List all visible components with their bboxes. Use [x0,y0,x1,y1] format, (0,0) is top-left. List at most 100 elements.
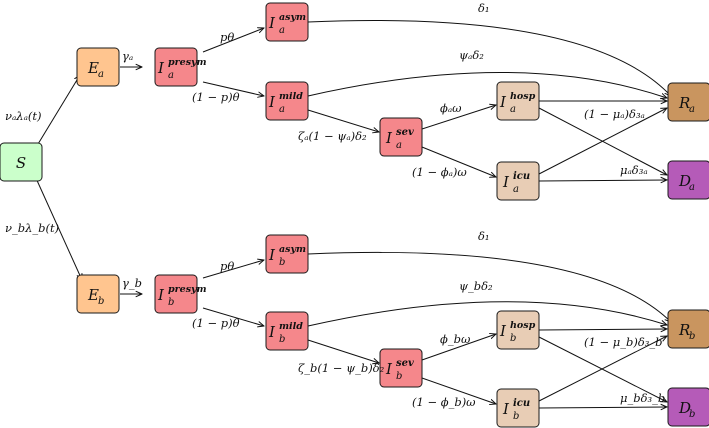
node-sub-Ib_pre: b [168,297,174,308]
edge-label-Ibmild-Rb: ψ_bδ₂ [459,279,493,293]
node-box-Ia_sev [379,117,423,157]
node-sub-Ia_pre: a [168,70,174,81]
node-main-Da: D [678,172,691,190]
edge-S-Ea [34,75,80,150]
edge-label-Ea-Iapre: γₐ [122,49,133,63]
edge-label-Iamild-Iasev: ζₐ(1 − ψₐ)δ₂ [298,129,367,143]
node-sub-Rb: b [689,331,695,342]
node-box-Ea [76,47,120,87]
node-sub-Ia_mild: a [279,104,285,115]
edge-Iasev-Iaicu [421,146,496,177]
node-Ra: Ra [667,82,709,122]
node-box-Ia_hosp [496,81,540,121]
node-main-Ea: E [87,59,99,77]
edge-label-Ibicu-Db: μ_bδ₃_b [620,391,665,405]
edge-Iaicu-Da [538,180,667,181]
node-sup-Ib_asym: asym [279,244,306,255]
node-box-Ib_sev [379,348,423,388]
node-box-Ib_icu [496,388,540,428]
node-main-Ia_pre: I [157,59,165,77]
node-Da: Da [667,160,709,200]
edge-Ibicu-Rb [538,336,667,402]
node-sup-Ia_mild: mild [279,91,303,102]
edge-label-Iasev-Iaicu: (1 − ϕₐ)ω [412,165,467,179]
node-sup-Ia_asym: asym [279,12,306,23]
node-box-Ib_pre [154,274,198,314]
node-box-Ib_hosp [496,310,540,350]
node-main-Ib_pre: I [157,286,165,304]
edge-label-Ibpre-Ibmild: (1 − p)θ [192,316,240,330]
node-sup-Ib_pre: presym [168,284,207,295]
node-box-S [0,142,43,182]
node-sup-Ib_mild: mild [279,321,303,332]
node-main-Ia_hosp: I [499,93,507,111]
node-sub-Ib_hosp: b [510,333,516,344]
edge-Ibicu-Db [538,407,667,408]
edge-Iamild-Iasev [307,109,379,132]
edge-label-Ibsev-Ibicu: (1 − ϕ_b)ω [412,395,476,409]
edge-Iapre-Iaasym [202,28,264,53]
edge-Iasev-Iahosp [421,105,496,130]
node-main-Ib_mild: I [268,323,276,341]
node-sup-Ia_sev: sev [396,127,414,138]
node-sub-Ra: a [689,104,695,115]
edge-label-Iasev-Iahosp: ϕₐω [440,101,462,115]
edge-label-Ibpre-Ibasym: pθ [220,259,234,273]
edges-layer [34,20,671,408]
edge-label-Ibasym-Rb: δ₁ [478,229,490,243]
node-sub-Ia_sev: a [396,140,402,151]
edge-Ibhosp-Rb [538,329,667,330]
node-main-Ia_sev: I [385,129,393,147]
node-box-Ia_asym [265,2,309,42]
node-sub-Ia_asym: a [279,25,285,36]
node-sub-Da: a [689,182,695,193]
edge-label-Iaasym-Ra: δ₁ [478,1,490,15]
node-sup-Ib_icu: icu [513,398,530,409]
node-main-Ia_mild: I [268,93,276,111]
node-main-Db: D [678,399,691,417]
node-main-Ib_icu: I [502,400,510,418]
edge-label-Iaicu-Da: μₐδ₃ₐ [620,163,648,177]
node-Rb: Rb [667,309,709,349]
node-box-Da [667,160,709,200]
node-main-Ia_icu: I [502,173,510,191]
edge-Ibpre-Ibasym [202,260,264,279]
node-main-Ia_asym: I [268,14,276,32]
edge-Iamild-Ra [307,72,667,98]
node-sup-Ia_hosp: hosp [510,91,536,102]
node-main-S: S [16,154,26,172]
edge-label-Eb-Ibpre: γ_b [122,276,142,290]
node-sup-Ia_pre: presym [168,57,207,68]
node-main-Ib_asym: I [268,246,276,264]
node-box-Rb [667,309,709,349]
node-sub-Ea: a [98,69,104,80]
node-box-Eb [76,274,120,314]
edge-Ibmild-Ibsev [307,339,379,363]
node-sub-Ib_mild: b [279,334,285,345]
edge-label-Iaicu-Ra: (1 − μₐ)δ₃ₐ [584,107,645,121]
node-sup-Ib_hosp: hosp [510,320,536,331]
node-Db: Db [667,387,709,427]
edge-label-Ibsev-Ibhosp: ϕ_bω [440,332,471,346]
node-box-Ra [667,82,709,122]
node-main-Ib_sev: I [385,360,393,378]
edge-Ibmild-Rb [307,301,667,327]
edge-Ibhosp-Db [538,336,667,402]
node-box-Ia_mild [265,81,309,121]
edge-Iaasym-Ra [307,20,671,96]
edge-Ibasym-Rb [307,251,671,322]
node-box-Ia_icu [496,161,540,201]
edge-Ibsev-Ibicu [421,377,496,404]
